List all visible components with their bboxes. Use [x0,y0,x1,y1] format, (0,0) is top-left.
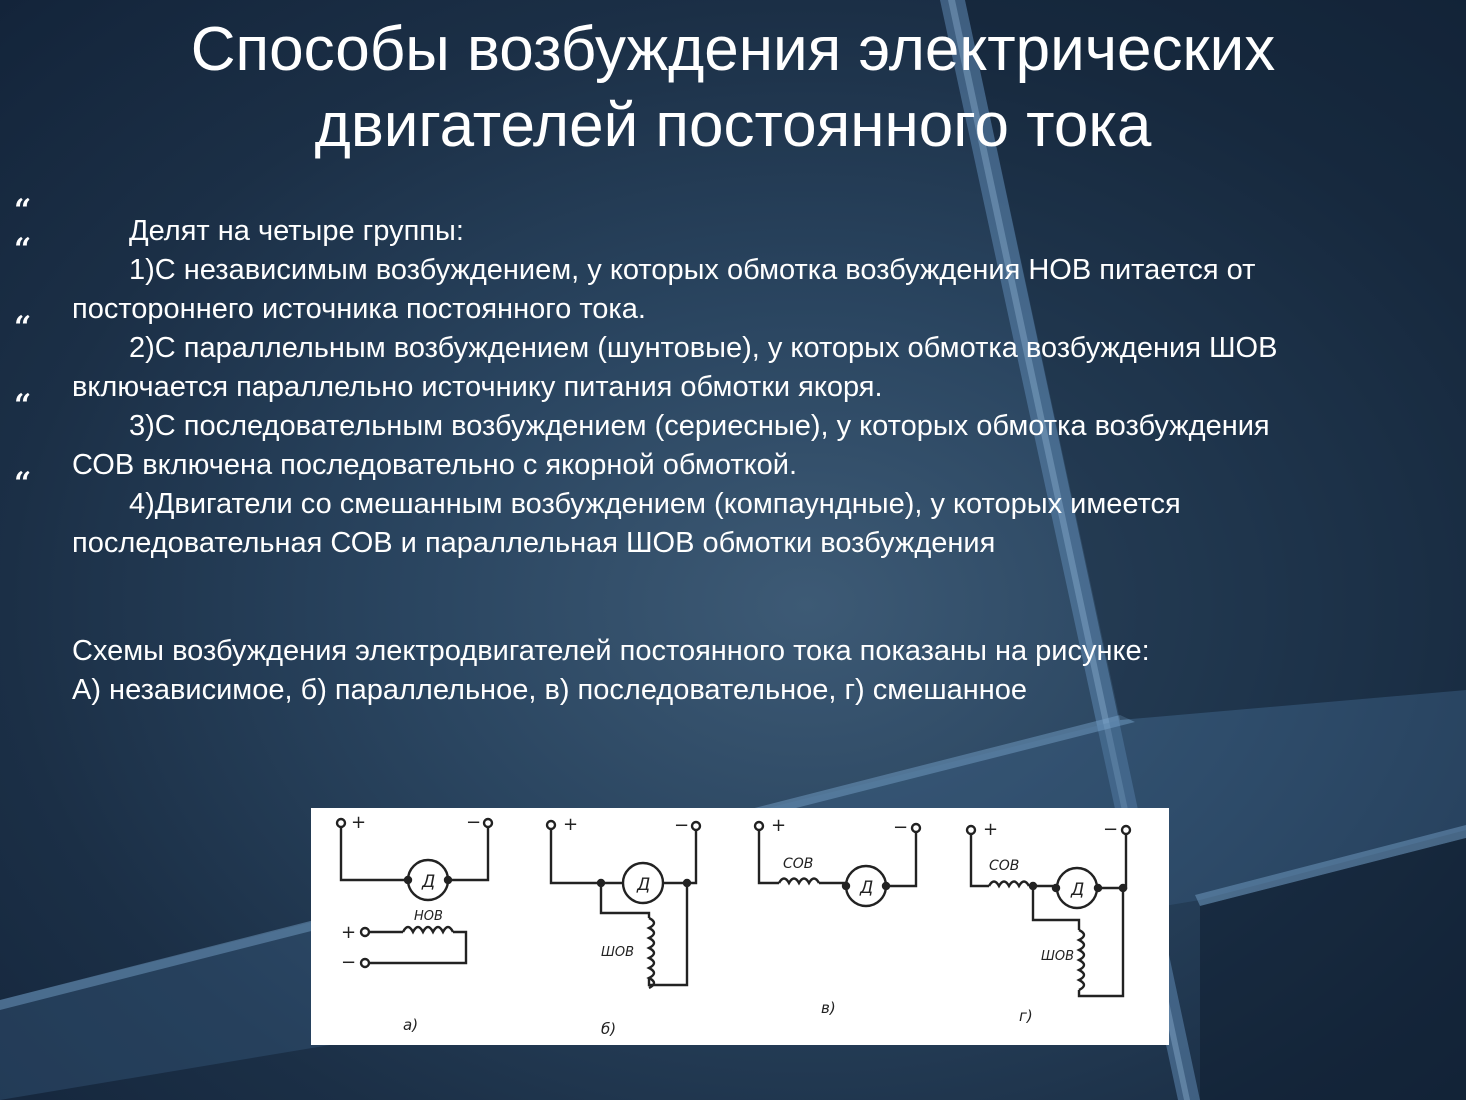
terminal-icon [482,817,494,829]
scheme-v: + − СОВ Д в) [753,815,922,1017]
minus-label: − [341,952,356,973]
group-1-line-1: 1)С независимым возбуждением, у которых … [129,254,1256,286]
slide-title: Способы возбуждения электрических двигат… [0,12,1466,164]
schemes-line-1: Схемы возбуждения электродвигателей пост… [72,635,1150,667]
minus-label: − [893,817,908,838]
plus-label: + [983,819,998,840]
circuit-diagrams: + − Д + − НОВ а) [335,812,1132,1038]
group-4-line-2: последовательная СОВ и параллельная ШОВ … [72,527,996,559]
bullet-quote-icon: “ [14,232,32,267]
coil-shov-icon [646,916,656,990]
group-3-line-1: 3)С последовательным возбуждением (серие… [129,410,1270,442]
bullet-quote-icon: “ [14,466,32,501]
groups-text: Делят на четыре группы: 1)С независимым … [72,212,1442,563]
bullet-quote-icon: “ [14,310,32,345]
terminal-icon [335,817,347,829]
excitation-schemes-figure: + − Д + − НОВ а) [311,808,1169,1045]
plus-label: + [771,815,786,836]
sov-label: СОВ [989,858,1019,874]
motor-label: Д [636,875,650,895]
minus-label: − [674,815,689,836]
title-line-2: двигателей постоянного тока [314,91,1152,160]
coil-sov-icon [777,877,821,886]
plus-label: + [563,814,578,835]
intro-line: Делят на четыре группы: [129,215,464,247]
bullet-quote-icon: “ [14,193,32,228]
motor-label: Д [1070,880,1084,900]
group-3-line-2: СОВ включена последовательно с якорной о… [72,449,798,481]
title-line-1: Способы возбуждения электрических [190,15,1276,84]
motor-label: Д [421,872,435,892]
plus-label: + [351,812,366,833]
motor-label: Д [859,878,873,898]
bullet-column: “ “ “ “ “ [14,196,54,516]
caption-g: г) [1019,1007,1033,1025]
bullet-quote-icon: “ [14,388,32,423]
nov-label: НОВ [414,909,443,924]
group-4-line-1: 4)Двигатели со смешанным возбуждением (к… [129,488,1181,520]
scheme-a: + − Д + − НОВ а) [335,812,494,1034]
group-1-line-2: постороннего источника постоянного тока. [72,293,646,325]
motor-icon [621,861,665,905]
caption-v: в) [821,999,836,1017]
minus-label: − [1103,819,1118,840]
schemes-caption: Схемы возбуждения электродвигателей пост… [72,632,1442,710]
plus-label: + [341,922,356,943]
caption-b: б) [601,1020,616,1038]
schemes-line-2: А) независимое, б) параллельное, в) посл… [72,674,1028,706]
scheme-b: + − Д ШОВ б) [545,814,702,1038]
scheme-g: + − СОВ Д ШОВ г) [965,819,1132,1025]
group-2-line-1: 2)С параллельным возбуждением (шунтовые)… [129,332,1278,364]
coil-sov-icon [987,880,1031,889]
sov-label: СОВ [783,856,813,872]
coil-nov-icon [401,925,455,935]
caption-a: а) [403,1016,418,1034]
minus-label: − [466,812,481,833]
coil-shov-icon [1076,928,1086,992]
shov-label: ШОВ [1041,949,1074,964]
shov-label: ШОВ [601,945,634,960]
group-2-line-2: включается параллельно источнику питания… [72,371,883,403]
